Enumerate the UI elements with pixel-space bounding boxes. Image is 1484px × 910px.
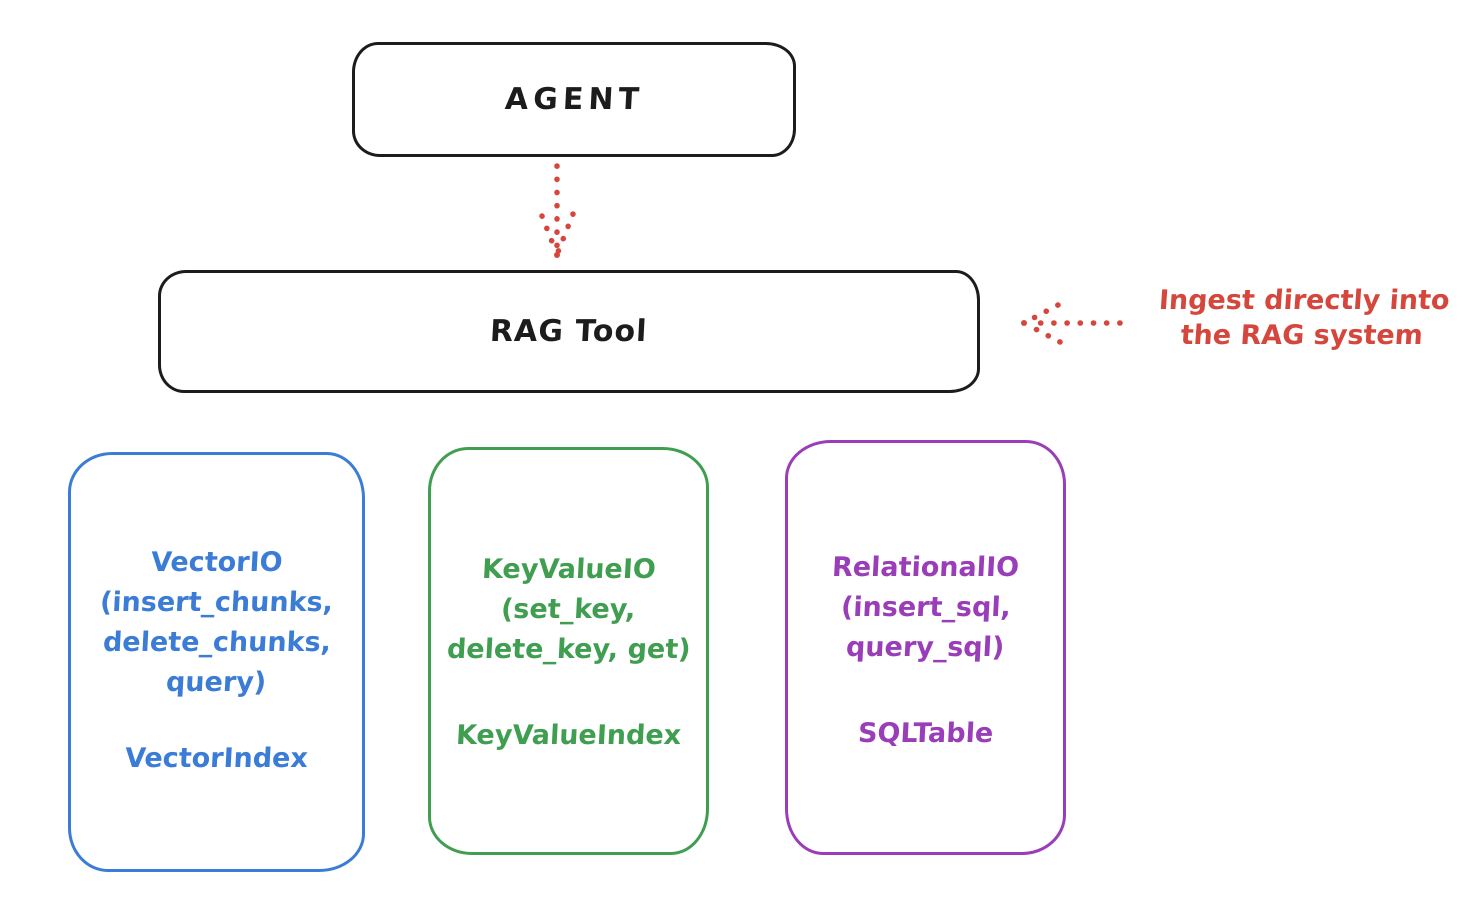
relational-io-line: query_sql) bbox=[845, 632, 1006, 663]
relational-io-line: RelationalIO bbox=[831, 552, 1020, 583]
relational-io-box: RelationalIO (insert_sql, query_sql) SQL… bbox=[785, 440, 1066, 855]
agent-box: AGENT bbox=[352, 42, 796, 157]
ingest-annotation: Ingest directly into the RAG system bbox=[1126, 283, 1481, 353]
keyvalue-io-box: KeyValueIO (set_key, delete_key, get) Ke… bbox=[428, 447, 709, 855]
annotation-to-ragtool-arrow-icon bbox=[1021, 302, 1123, 345]
rag-tool-box: RAG Tool bbox=[158, 270, 980, 393]
vector-io-content: VectorIO (insert_chunks, delete_chunks, … bbox=[71, 543, 362, 779]
vector-io-line: delete_chunks, bbox=[101, 627, 332, 658]
keyvalue-io-line: delete_key, get) bbox=[445, 634, 692, 665]
vector-index-label: VectorIndex bbox=[124, 743, 309, 774]
relational-io-content: RelationalIO (insert_sql, query_sql) SQL… bbox=[788, 548, 1063, 754]
agent-to-ragtool-arrow-icon bbox=[539, 163, 576, 258]
sql-table-label: SQLTable bbox=[857, 718, 994, 749]
keyvalue-io-line: KeyValueIO bbox=[480, 554, 657, 585]
ingest-annotation-line2: the RAG system bbox=[1179, 320, 1424, 351]
vector-io-box: VectorIO (insert_chunks, delete_chunks, … bbox=[68, 452, 365, 872]
rag-tool-label: RAG Tool bbox=[489, 314, 649, 349]
keyvalue-index-label: KeyValueIndex bbox=[455, 720, 682, 751]
ingest-annotation-line1: Ingest directly into bbox=[1157, 285, 1451, 316]
vector-io-line: VectorIO bbox=[149, 547, 284, 578]
vector-io-line: (insert_chunks, bbox=[99, 587, 334, 618]
agent-label: AGENT bbox=[503, 82, 645, 117]
vector-io-line: query) bbox=[165, 667, 268, 698]
keyvalue-io-content: KeyValueIO (set_key, delete_key, get) Ke… bbox=[431, 550, 706, 756]
relational-io-line: (insert_sql, bbox=[839, 592, 1012, 623]
keyvalue-io-line: (set_key, bbox=[500, 594, 637, 625]
